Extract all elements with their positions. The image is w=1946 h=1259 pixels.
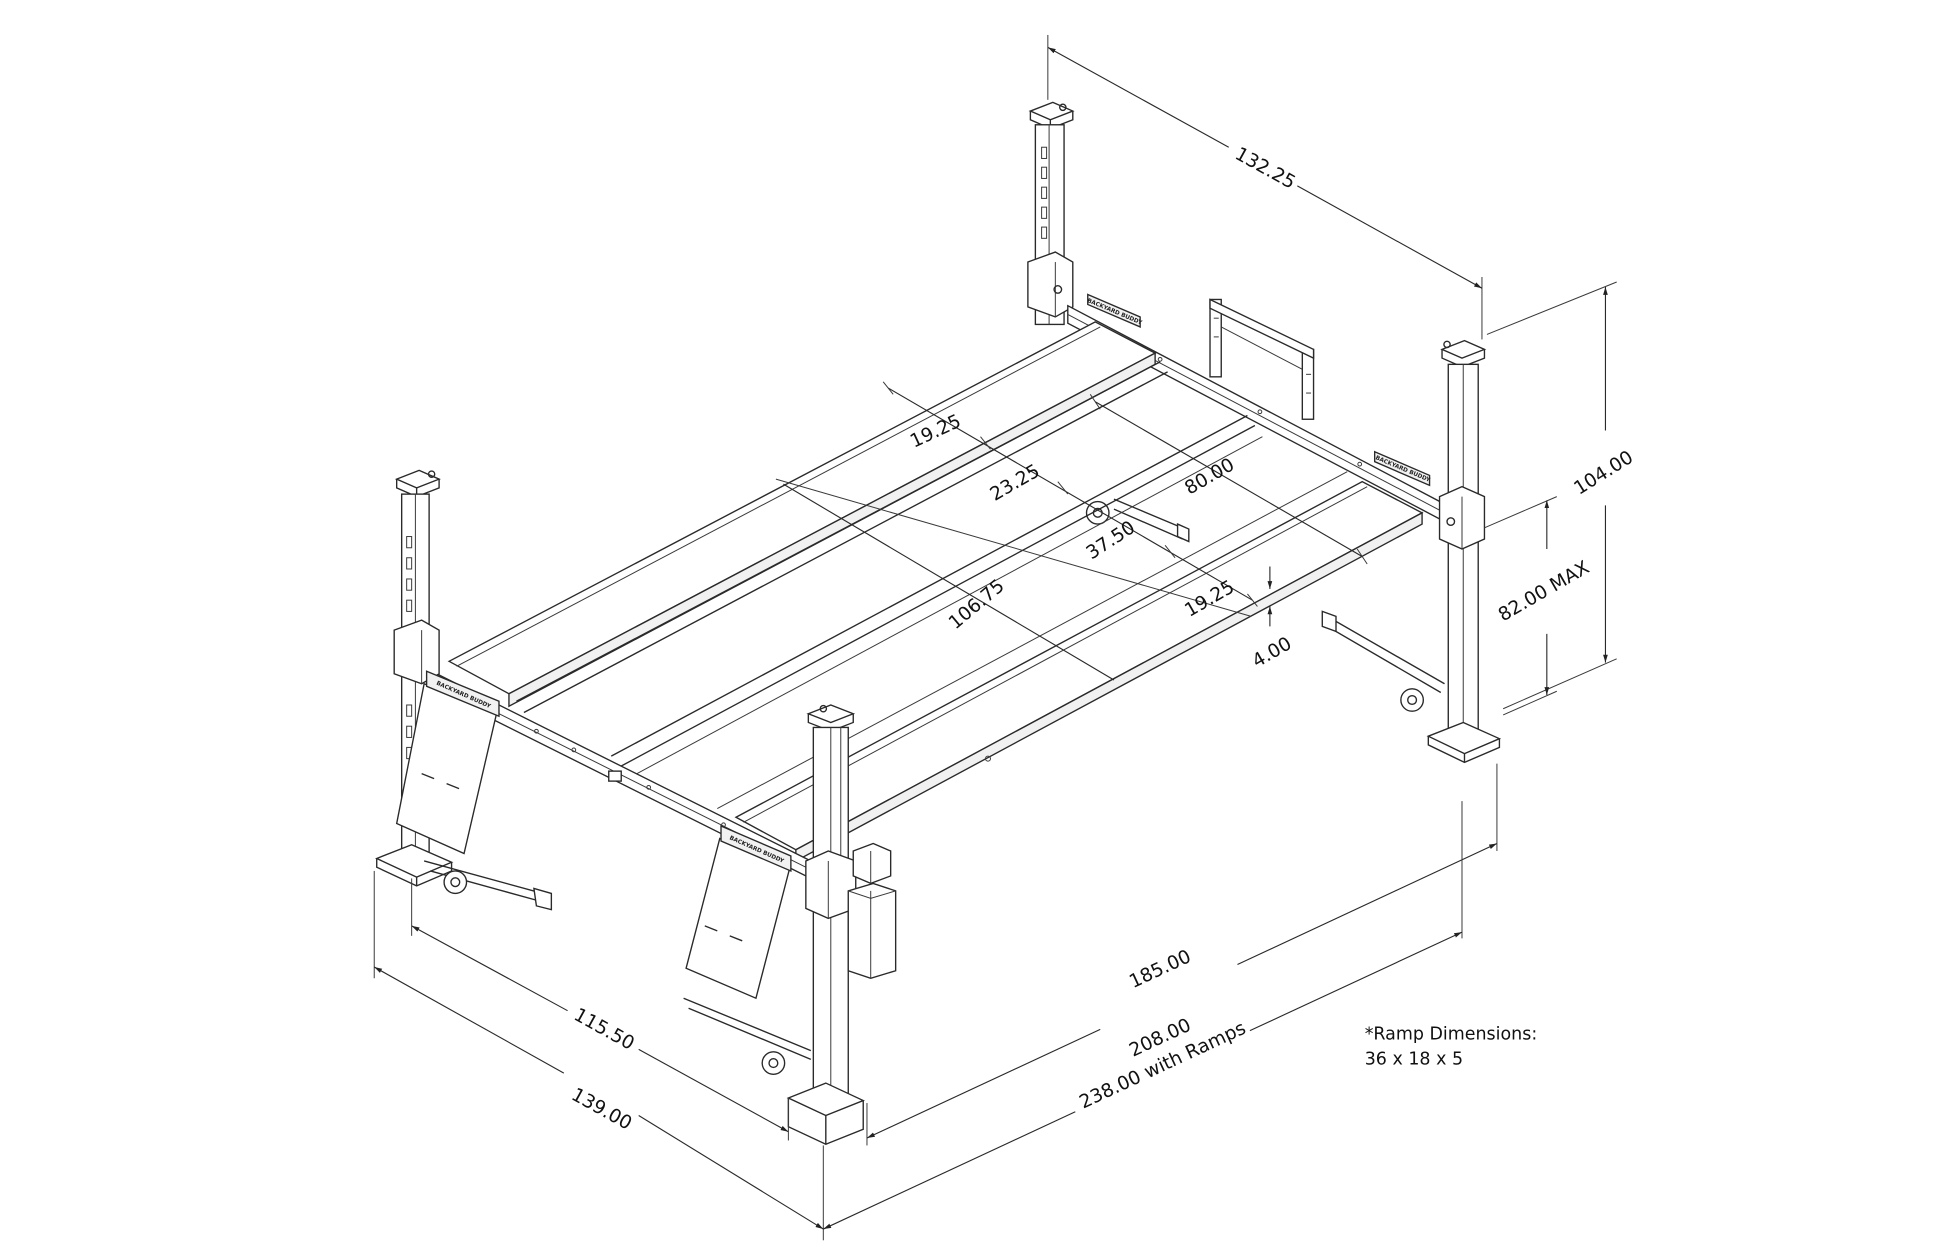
dim-label-115-50: 115.50 <box>570 1005 637 1055</box>
post-bolt <box>1443 340 1451 349</box>
post-base-plate <box>786 1082 865 1117</box>
post-cap <box>394 469 441 489</box>
post-cap <box>1028 101 1075 121</box>
post-cap <box>806 704 856 724</box>
back-left-post <box>1027 101 1075 326</box>
note-title: *Ramp Dimensions: <box>1365 1024 1538 1044</box>
post-bolt <box>427 470 436 478</box>
dim-label-185: 185.00 <box>1126 946 1194 993</box>
rear-right-drip-tray <box>1321 610 1445 694</box>
post-bolt <box>819 704 828 713</box>
dimension-overall-length: 208.00 238.00 with Ramps <box>822 801 1463 1241</box>
back-right-post <box>1426 339 1502 764</box>
post-carriage <box>393 619 440 685</box>
slack-lock-block <box>608 770 622 782</box>
ramp-dimensions-note: *Ramp Dimensions: 36 x 18 x 5 <box>1365 1024 1538 1069</box>
post-carriage <box>1027 251 1074 318</box>
post-bolt <box>1059 103 1067 112</box>
dimension-top-width: 132.25 <box>1047 34 1483 340</box>
rear-right-caster <box>1400 688 1425 712</box>
front-right-drip-tray <box>683 997 812 1060</box>
post-base-plate <box>1426 721 1502 755</box>
front-left-ramp: BACKYARD BUDDY <box>395 670 500 855</box>
rear-stop-frame <box>1209 298 1315 420</box>
hydraulic-power-unit <box>847 842 897 979</box>
left-runway <box>447 321 1157 708</box>
dim-label-104: 104.00 <box>1570 447 1637 500</box>
rear-left-drip-tray <box>1113 498 1190 543</box>
dim-label-37-50: 37.50 <box>1083 517 1139 564</box>
note-value: 36 x 18 x 5 <box>1365 1049 1463 1069</box>
dim-label-132: 132.25 <box>1231 144 1298 194</box>
reservoir-tank <box>847 882 897 979</box>
dim-label-139: 139.00 <box>568 1084 635 1134</box>
center-rails <box>516 361 1348 809</box>
dimension-post-height: 104.00 <box>1486 281 1637 710</box>
front-left-caster <box>443 870 468 895</box>
front-right-caster <box>761 1051 786 1076</box>
front-right-ramp: BACKYARD BUDDY <box>685 824 792 1000</box>
front-left-drip-tray <box>423 860 553 911</box>
dim-label-23-25: 23.25 <box>987 461 1044 506</box>
front-right-post <box>786 704 865 1145</box>
dim-label-4: 4.00 <box>1249 633 1296 672</box>
post-cap <box>1440 339 1487 359</box>
dim-label-106-75: 106.75 <box>945 576 1009 634</box>
motor <box>852 842 892 885</box>
dim-label-82-max: 82.00 MAX <box>1495 557 1593 626</box>
dimension-max-lift: 82.00 MAX <box>1484 496 1593 716</box>
dimension-post-length-spacing: 185.00 <box>866 763 1498 1146</box>
